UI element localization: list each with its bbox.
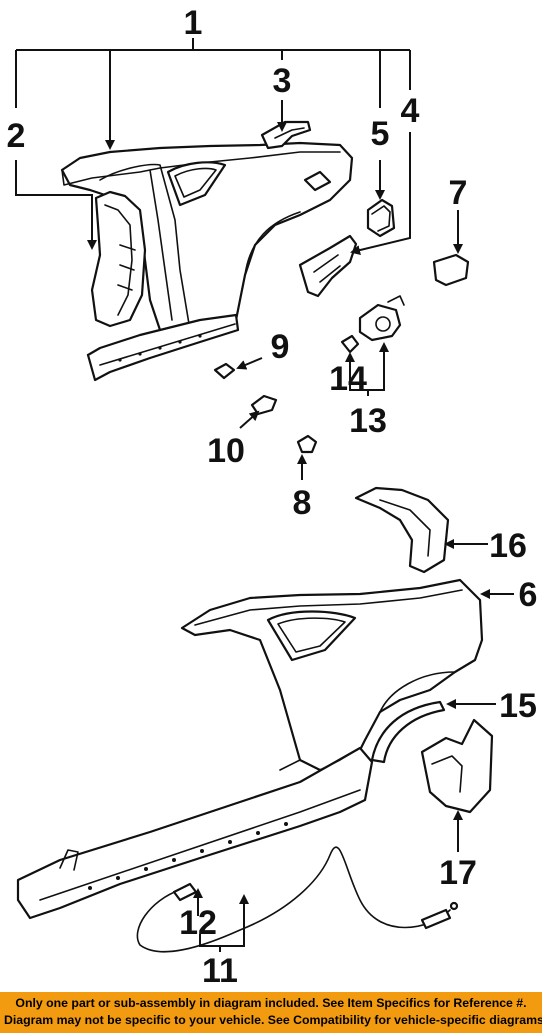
- mudguard-part: [420, 718, 494, 814]
- callout-15: 15: [499, 687, 537, 725]
- side-sill-part: [16, 746, 374, 920]
- b-pillar-inner-part: [90, 190, 147, 328]
- fuel-door-part: [432, 253, 470, 287]
- callout-1: 1: [184, 4, 203, 42]
- callout-labels: 1 2 3 5 4 7 9 14 13 10 8 16 6 15 17 12 1…: [7, 4, 538, 990]
- clip-8-part: [296, 434, 318, 454]
- disclaimer-banner: Only one part or sub-assembly in diagram…: [0, 992, 542, 1033]
- callout-14: 14: [329, 360, 367, 398]
- callout-4: 4: [401, 92, 420, 130]
- callout-3: 3: [273, 62, 292, 100]
- callout-2: 2: [7, 117, 26, 155]
- fuel-housing-part: [366, 198, 396, 238]
- leader-lines: [15, 38, 514, 952]
- disclaimer-line-1: Only one part or sub-assembly in diagram…: [15, 996, 527, 1010]
- parts-diagram: 1 2 3 5 4 7 9 14 13 10 8 16 6 15 17 12 1…: [7, 4, 538, 990]
- extension-4-part: [298, 234, 358, 298]
- callout-7: 7: [449, 174, 468, 212]
- callout-17: 17: [439, 854, 477, 892]
- lock-actuator-part: [358, 295, 405, 342]
- extension-16-part: [354, 486, 450, 574]
- callout-12: 12: [179, 904, 217, 942]
- bracket-3-part: [260, 120, 312, 150]
- callout-5: 5: [371, 115, 390, 153]
- callout-10: 10: [207, 432, 245, 470]
- clip-14-part: [340, 334, 360, 354]
- clip-10-part: [250, 394, 278, 416]
- callout-9: 9: [271, 328, 290, 366]
- callout-16: 16: [489, 527, 527, 565]
- callout-6: 6: [519, 576, 538, 614]
- callout-13: 13: [349, 402, 387, 440]
- callout-11: 11: [202, 952, 238, 990]
- clip-9-part: [213, 362, 236, 380]
- disclaimer-line-2: Diagram may not be specific to your vehi…: [4, 1013, 542, 1027]
- arch-molding-part: [370, 700, 446, 764]
- callout-8: 8: [293, 484, 312, 522]
- quarter-inner-assembly: [60, 141, 354, 382]
- quarter-outer-panel-part: [180, 578, 484, 772]
